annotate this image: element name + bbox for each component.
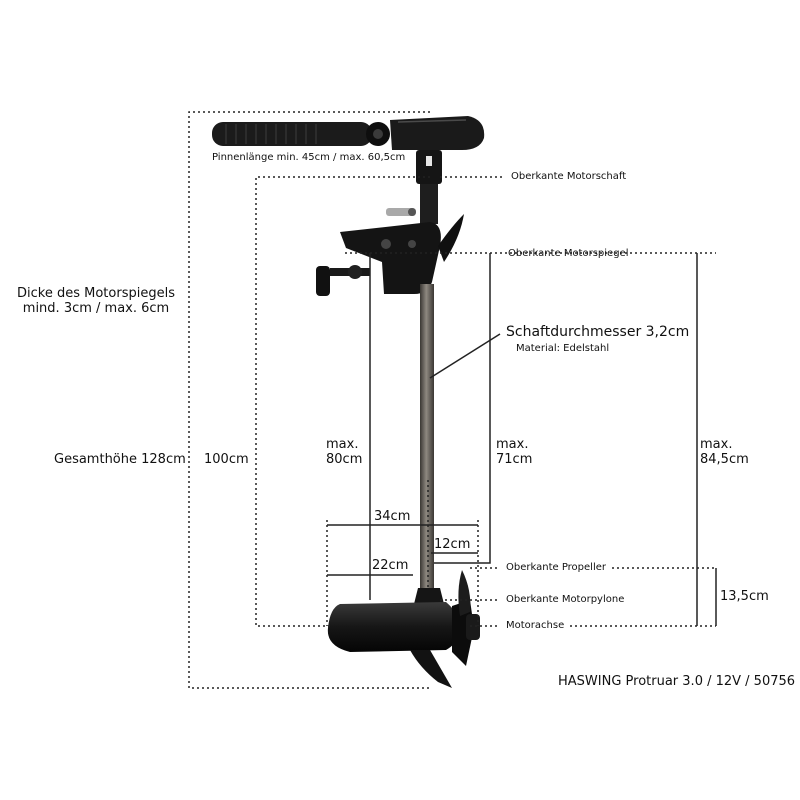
top-motor-shaft-label: Oberkante Motorschaft <box>511 171 627 182</box>
max-71cm-line2: 71cm <box>496 451 533 467</box>
product-label: HASWING Protruar 3.0 / 12V / 50756 <box>558 674 796 689</box>
max-80cm-line2: 80cm <box>326 451 363 467</box>
max-845cm-line1: max. <box>700 437 733 452</box>
lower-unit <box>327 570 480 688</box>
transom-thickness-line1: Dicke des Motorspiegels <box>17 286 175 301</box>
top-pylon-label: Oberkante Motorpylone <box>506 594 625 605</box>
total-height-bracket <box>188 111 430 689</box>
max-845cm-label: max. 84,5cm <box>700 437 749 468</box>
dim-22cm-label: 22cm <box>372 558 409 573</box>
shaft-diameter-leader <box>429 333 501 379</box>
max-845cm-line2: 84,5cm <box>700 451 749 467</box>
max-80cm-label: max. 80cm <box>326 437 363 468</box>
material-label: Material: Edelstahl <box>516 343 610 354</box>
bracket-100cm <box>255 176 430 627</box>
dim-34cm-label: 34cm <box>374 509 411 524</box>
motor-illustration <box>212 116 485 688</box>
top-propeller-label: Oberkante Propeller <box>506 562 606 573</box>
tiller-handle <box>212 116 485 150</box>
motor-shaft <box>420 284 434 590</box>
line-max-71cm <box>434 253 491 564</box>
max-71cm-line1: max. <box>496 437 529 452</box>
dimension-lines <box>188 111 717 689</box>
dim-12cm-label: 12cm <box>434 537 471 552</box>
dim-100cm-label: 100cm <box>204 452 249 467</box>
shaft-diameter-label: Schaftdurchmesser 3,2cm <box>506 324 690 340</box>
transom-thickness-label: Dicke des Motorspiegels mind. 3cm / max.… <box>8 286 184 317</box>
transom-bracket <box>316 214 464 296</box>
dim-135cm-label: 13,5cm <box>720 589 769 604</box>
transom-thickness-line2: mind. 3cm / max. 6cm <box>22 300 170 316</box>
total-height-label: Gesamthöhe 128cm <box>54 452 186 467</box>
motor-axis-label: Motorachse <box>506 620 565 631</box>
tiller-length-label: Pinnenlänge min. 45cm / max. 60,5cm <box>212 152 406 163</box>
max-71cm-label: max. 71cm <box>496 437 533 468</box>
top-transom-label: Oberkante Motorspiegel <box>508 248 629 259</box>
motor-head <box>386 150 442 224</box>
max-80cm-line1: max. <box>326 437 359 452</box>
